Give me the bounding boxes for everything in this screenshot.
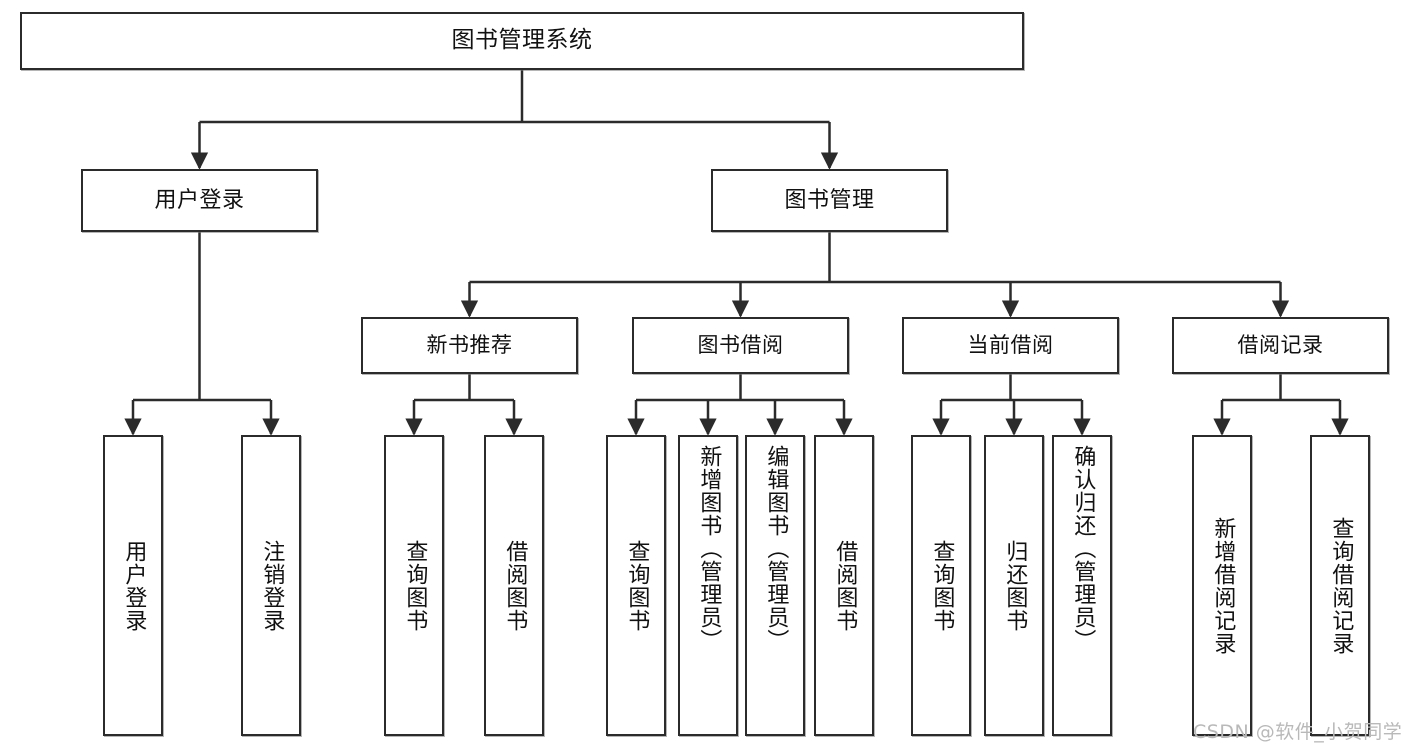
node-current-borrow[interactable]: 当前借阅 [902, 317, 1119, 374]
node-label: 新增图书（管理员） [696, 445, 722, 652]
node-root[interactable]: 图书管理系统 [20, 12, 1024, 70]
node-borrow-record[interactable]: 借阅记录 [1172, 317, 1389, 374]
leaf-leaf-query-book-cur[interactable]: 查询图书 [911, 435, 971, 736]
node-label: 借阅图书 [832, 539, 858, 632]
leaf-leaf-borrow-book-rec[interactable]: 借阅图书 [484, 435, 544, 736]
node-label: 当前借阅 [967, 333, 1054, 358]
node-label: 归还图书 [1002, 539, 1028, 632]
node-label: 查询图书 [929, 539, 955, 632]
node-label: 图书借阅 [697, 333, 784, 358]
node-label: 新书推荐 [426, 333, 513, 358]
node-label: 新增借阅记录 [1210, 516, 1236, 655]
node-label: 查询借阅记录 [1328, 516, 1354, 655]
node-book-borrow[interactable]: 图书借阅 [632, 317, 849, 374]
node-label: 编辑图书（管理员） [763, 445, 789, 652]
leaf-leaf-user-login[interactable]: 用户登录 [103, 435, 163, 736]
node-label: 注销登录 [259, 539, 285, 632]
leaf-leaf-logout[interactable]: 注销登录 [241, 435, 301, 736]
leaf-leaf-confirm-return[interactable]: 确认归还（管理员） [1052, 435, 1112, 736]
node-user-login[interactable]: 用户登录 [81, 169, 318, 232]
node-label: 查询图书 [624, 539, 650, 632]
node-label: 用户登录 [121, 539, 147, 632]
node-book-manage[interactable]: 图书管理 [711, 169, 948, 232]
node-new-book-rec[interactable]: 新书推荐 [361, 317, 578, 374]
node-label: 借阅记录 [1237, 333, 1324, 358]
leaf-leaf-borrow-book[interactable]: 借阅图书 [814, 435, 874, 736]
leaf-leaf-query-record[interactable]: 查询借阅记录 [1310, 435, 1370, 736]
leaf-leaf-edit-book[interactable]: 编辑图书（管理员） [745, 435, 805, 736]
node-label: 确认归还（管理员） [1070, 445, 1096, 652]
leaf-leaf-add-record[interactable]: 新增借阅记录 [1192, 435, 1252, 736]
node-label: 图书管理 [784, 187, 875, 213]
leaf-leaf-add-book[interactable]: 新增图书（管理员） [678, 435, 738, 736]
node-label: 借阅图书 [502, 539, 528, 632]
node-label: 用户登录 [154, 187, 245, 213]
node-label: 查询图书 [402, 539, 428, 632]
node-label: 图书管理系统 [451, 27, 593, 54]
leaf-leaf-query-book-rec[interactable]: 查询图书 [384, 435, 444, 736]
leaf-leaf-query-book-borrow[interactable]: 查询图书 [606, 435, 666, 736]
leaf-leaf-return-book[interactable]: 归还图书 [984, 435, 1044, 736]
